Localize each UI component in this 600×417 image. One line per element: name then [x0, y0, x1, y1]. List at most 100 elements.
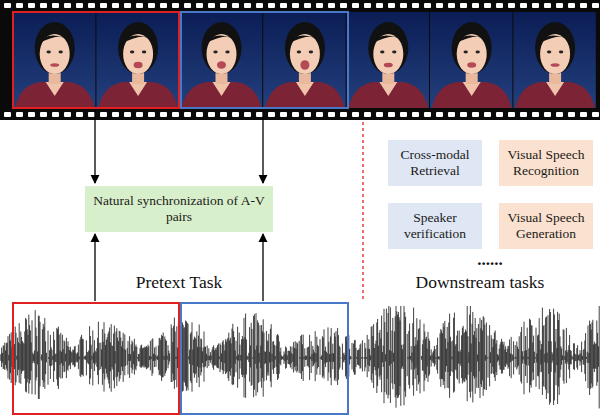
task-box: Visual Speech Recognition	[499, 140, 593, 186]
film-hole	[220, 3, 227, 8]
film-strip	[0, 0, 600, 120]
film-hole	[4, 3, 11, 8]
film-hole	[160, 3, 167, 8]
film-hole	[496, 3, 503, 8]
film-hole	[412, 3, 419, 8]
film-hole	[352, 112, 359, 117]
film-holes	[4, 3, 599, 117]
film-hole	[388, 112, 395, 117]
face-frame	[513, 12, 595, 108]
film-hole	[112, 3, 119, 8]
face-frame	[430, 12, 512, 108]
film-hole	[196, 3, 203, 8]
film-hole	[268, 112, 275, 117]
node-text: Speaker verification	[393, 210, 477, 242]
film-hole	[88, 112, 95, 117]
film-hole	[232, 112, 239, 117]
film-hole	[556, 3, 563, 8]
film-hole	[4, 112, 11, 117]
film-hole	[124, 3, 131, 8]
film-hole	[28, 3, 35, 8]
film-hole	[520, 3, 527, 8]
film-hole	[376, 112, 383, 117]
film-hole	[352, 3, 359, 8]
film-hole	[76, 112, 83, 117]
film-hole	[544, 3, 551, 8]
film-hole	[52, 112, 59, 117]
film-hole	[148, 3, 155, 8]
film-hole	[220, 112, 227, 117]
section-label: Pretext Task	[136, 272, 222, 293]
film-hole	[304, 3, 311, 8]
film-hole	[568, 3, 575, 8]
arrow	[262, 110, 263, 183]
film-hole	[40, 3, 47, 8]
film-hole	[364, 3, 371, 8]
film-hole	[400, 3, 407, 8]
film-hole	[508, 112, 515, 117]
film-hole	[580, 3, 587, 8]
red-audio-box	[13, 303, 179, 414]
film-hole	[136, 3, 143, 8]
film-hole	[388, 3, 395, 8]
film-hole	[592, 3, 599, 8]
node-text: Natural synchronization of A-V pairs	[90, 193, 268, 225]
task-box: Cross-modal Retrieval	[388, 140, 482, 186]
film-hole	[508, 3, 515, 8]
film-hole	[124, 112, 131, 117]
film-hole	[208, 3, 215, 8]
film-hole	[40, 112, 47, 117]
film-hole	[88, 3, 95, 8]
film-hole	[364, 112, 371, 117]
film-hole	[304, 112, 311, 117]
video-frames	[13, 12, 596, 108]
film-hole	[256, 3, 263, 8]
film-hole	[292, 3, 299, 8]
film-hole	[448, 3, 455, 8]
film-hole	[424, 112, 431, 117]
film-hole	[280, 3, 287, 8]
film-hole	[436, 3, 443, 8]
face-frame	[263, 12, 345, 108]
film-hole	[244, 112, 251, 117]
node-text: Visual Speech Generation	[504, 210, 588, 242]
film-hole	[592, 112, 599, 117]
film-hole	[424, 3, 431, 8]
film-hole	[160, 112, 167, 117]
film-hole	[568, 112, 575, 117]
film-hole	[448, 112, 455, 117]
film-hole	[172, 112, 179, 117]
arrow	[94, 234, 95, 301]
film-hole	[232, 3, 239, 8]
film-hole	[292, 112, 299, 117]
film-hole	[472, 3, 479, 8]
face-frame	[96, 12, 178, 108]
audio-waveform	[0, 306, 599, 408]
film-hole	[208, 112, 215, 117]
film-hole	[184, 3, 191, 8]
film-hole	[136, 112, 143, 117]
film-hole	[544, 112, 551, 117]
film-hole	[148, 112, 155, 117]
film-hole	[484, 3, 491, 8]
film-hole	[460, 112, 467, 117]
film-hole	[328, 3, 335, 8]
film-hole	[100, 3, 107, 8]
task-box: Speaker verification	[388, 203, 482, 249]
film-hole	[52, 3, 59, 8]
film-hole	[100, 112, 107, 117]
film-hole	[256, 112, 263, 117]
node-text: Visual Speech Recognition	[504, 147, 588, 179]
film-hole	[520, 112, 527, 117]
film-hole	[556, 112, 563, 117]
film-hole	[64, 3, 71, 8]
film-hole	[172, 3, 179, 8]
film-hole	[496, 112, 503, 117]
blue-audio-box	[181, 303, 348, 414]
film-hole	[580, 112, 587, 117]
film-hole	[532, 112, 539, 117]
pretext-box: Natural synchronization of A-V pairs	[85, 186, 273, 232]
film-hole	[184, 112, 191, 117]
film-hole	[340, 3, 347, 8]
film-hole	[532, 3, 539, 8]
